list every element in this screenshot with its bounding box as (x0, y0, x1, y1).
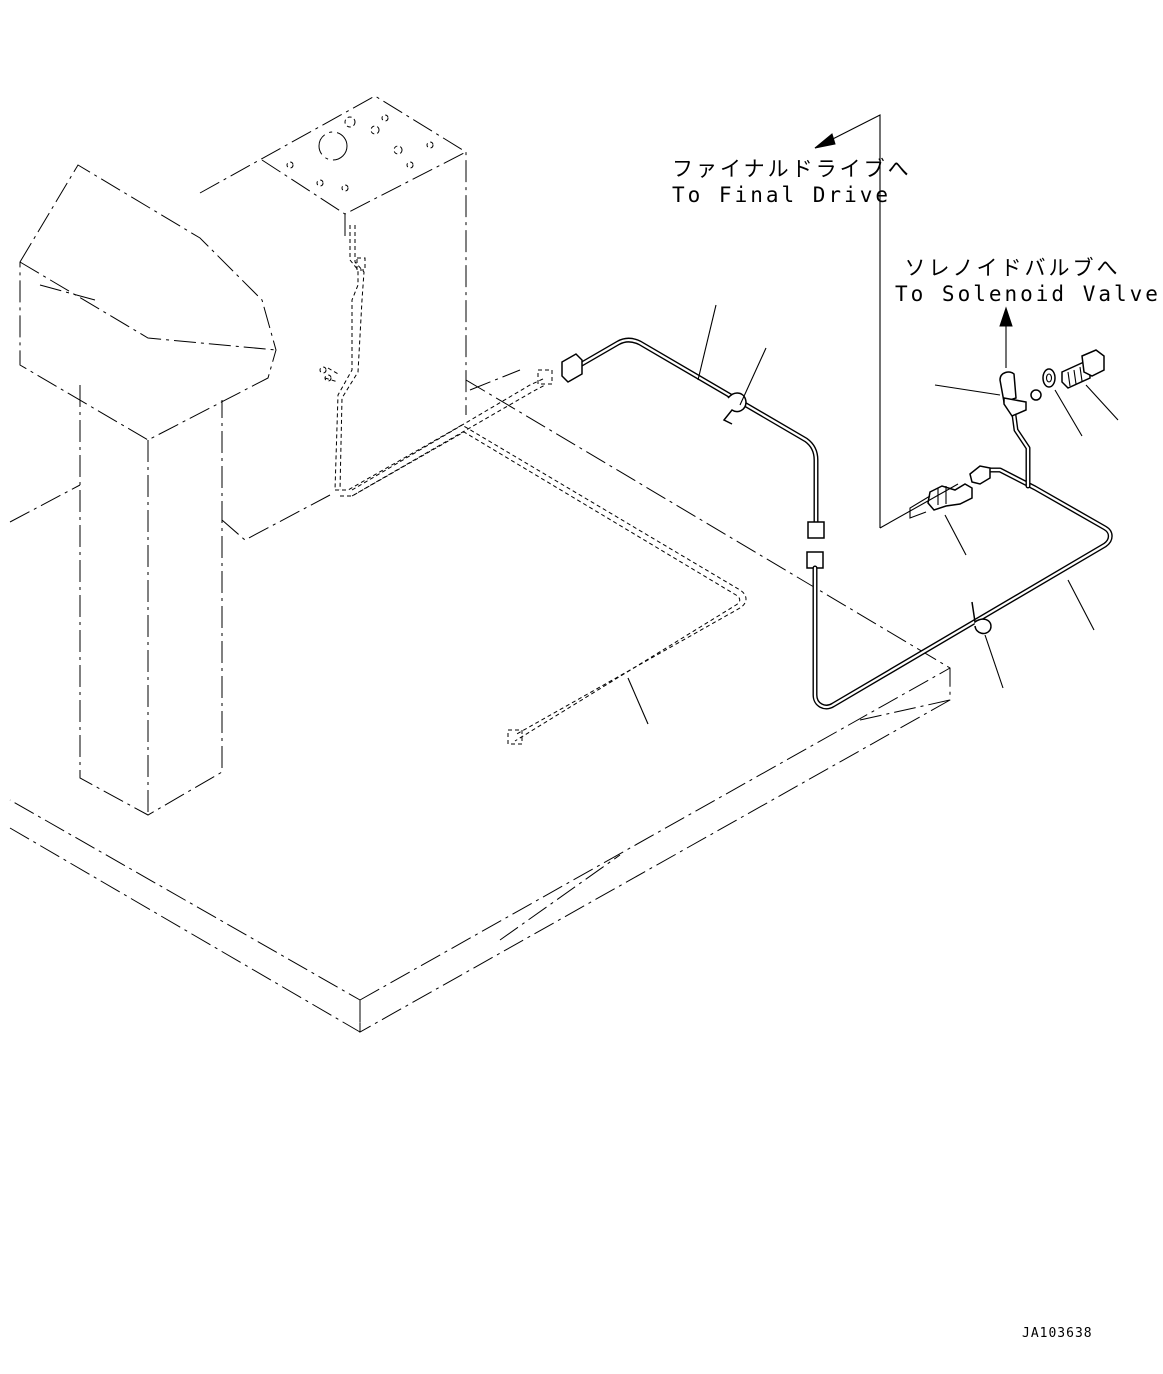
washer (1042, 368, 1056, 388)
drawing-code: JA103638 (1022, 1326, 1093, 1341)
phantom-internal-wiring (319, 225, 366, 491)
connector-upper-left (561, 353, 583, 383)
connector-lower-right (969, 465, 991, 485)
phantom-harness (335, 369, 747, 745)
solenoid-arrow (999, 306, 1013, 368)
upper-harness (561, 337, 825, 539)
speed-sensor (909, 483, 973, 519)
final-drive-arrow (814, 114, 959, 529)
final-drive-label-jp: ファイナルドライブへ (672, 157, 912, 181)
bolt (1061, 349, 1105, 389)
connector-upper-right (807, 521, 825, 539)
solenoid-label-en: To Solenoid Valve (895, 282, 1161, 306)
clamp-upper (722, 392, 747, 425)
phantom-controller-box (199, 95, 467, 541)
solenoid-label-jp: ソレノイドバルブへ (904, 256, 1121, 280)
final-drive-label-en: To Final Drive (672, 183, 892, 207)
leader-lines (627, 304, 1119, 725)
lower-harness (806, 397, 1113, 710)
clamp-lower (971, 601, 992, 635)
phantom-column (9, 164, 277, 816)
phantom-floor-plate (9, 369, 951, 1033)
solenoid-connector (999, 371, 1042, 417)
